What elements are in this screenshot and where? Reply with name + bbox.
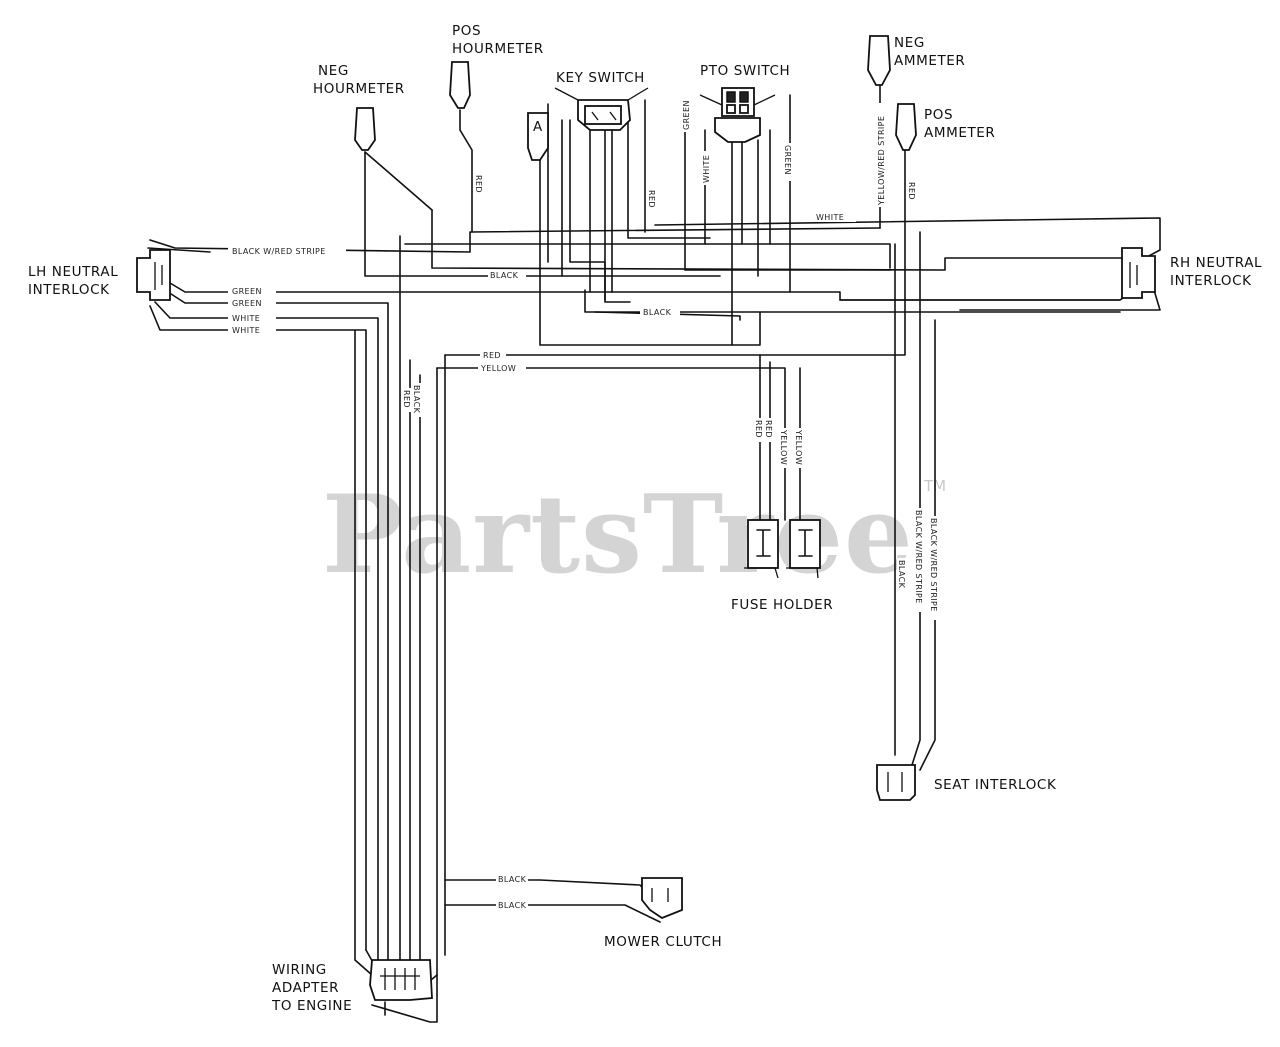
wire-label-green-1: GREEN bbox=[232, 287, 262, 296]
wire-label-mower-2: BLACK bbox=[498, 901, 527, 910]
terminal-a-label: A bbox=[533, 119, 543, 135]
wire-label-white-pto: WHITE bbox=[702, 155, 711, 183]
seat-interlock-label: SEAT INTERLOCK bbox=[934, 777, 1057, 793]
wire-label-black-w-red-seat-1: BLACK W/RED STRIPE bbox=[914, 510, 923, 604]
pto-switch-body bbox=[699, 87, 776, 143]
wire-label-white-1: WHITE bbox=[232, 314, 260, 323]
wire-label-yellow-h: YELLOW bbox=[480, 364, 516, 373]
neg-ammeter-label-1: NEG bbox=[894, 35, 925, 51]
wire-label-green-pto-2: GREEN bbox=[783, 145, 792, 175]
wire-label-green-2: GREEN bbox=[232, 299, 262, 308]
neg-hourmeter-label-1: NEG bbox=[318, 63, 349, 79]
pos-hourmeter-label-1: POS bbox=[452, 23, 481, 39]
wire-label-red-v1: RED bbox=[402, 390, 411, 408]
neg-ammeter-label-2: AMMETER bbox=[894, 53, 965, 69]
rh-neutral-interlock-connector bbox=[1121, 247, 1156, 299]
fuse-holder-left bbox=[744, 519, 779, 579]
wire-label-mower-1: BLACK bbox=[498, 875, 527, 884]
wire-label-white-top: WHITE bbox=[816, 213, 844, 222]
fuse-holder-label: FUSE HOLDER bbox=[731, 597, 833, 613]
seat-interlock-connector bbox=[876, 764, 916, 801]
rh-neutral-interlock-label-1: RH NEUTRAL bbox=[1170, 255, 1262, 271]
wire-label-yellow-fuse-2: YELLOW bbox=[794, 429, 803, 465]
mower-clutch-label: MOWER CLUTCH bbox=[604, 934, 722, 950]
wire-label-yellow-red-stripe: YELLOW/RED STRIPE bbox=[877, 116, 886, 206]
wiring-adapter-label-2: ADAPTER bbox=[272, 980, 339, 996]
fuse-holder-right bbox=[786, 519, 821, 579]
pto-switch-label: PTO SWITCH bbox=[700, 63, 790, 79]
wire-label-red-ammeter: RED bbox=[907, 182, 916, 200]
wiring-adapter-connector bbox=[369, 959, 433, 1001]
terminal-a-connector: A bbox=[527, 112, 549, 161]
wire-label-red-h: RED bbox=[483, 351, 501, 360]
pos-hourmeter-connector bbox=[449, 61, 471, 109]
wire-label-black-seat: BLACK bbox=[897, 560, 906, 589]
wire-label-red-key: RED bbox=[647, 190, 656, 208]
rh-neutral-interlock-label-2: INTERLOCK bbox=[1170, 273, 1252, 289]
wire-label-yellow-fuse-1: YELLOW bbox=[779, 429, 788, 465]
neg-ammeter-connector bbox=[867, 35, 891, 86]
wire-label-black-2: BLACK bbox=[643, 308, 672, 317]
wire-label-red-fuse-2: RED bbox=[764, 420, 773, 438]
wire-label-black-w-red-stripe: BLACK W/RED STRIPE bbox=[232, 247, 326, 256]
pos-ammeter-label-2: AMMETER bbox=[924, 125, 995, 141]
wire-label-red-fuse-1: RED bbox=[754, 420, 763, 438]
wire-label-black-w-red-seat-2: BLACK W/RED STRIPE bbox=[929, 518, 938, 612]
pos-ammeter-connector bbox=[895, 103, 917, 151]
lh-neutral-interlock-connector bbox=[136, 249, 171, 301]
lh-neutral-interlock-label-1: LH NEUTRAL bbox=[28, 264, 118, 280]
mower-clutch-connector bbox=[641, 877, 683, 920]
wire-label-red-pos-hm: RED bbox=[474, 175, 483, 193]
neg-hourmeter-label-2: HOURMETER bbox=[313, 81, 405, 97]
lh-neutral-interlock-label-2: INTERLOCK bbox=[28, 282, 110, 298]
wire-label-green-pto-1: GREEN bbox=[682, 100, 691, 130]
pos-ammeter-label-1: POS bbox=[924, 107, 953, 123]
pos-hourmeter-label-2: HOURMETER bbox=[452, 41, 544, 57]
key-switch-label: KEY SWITCH bbox=[556, 70, 645, 86]
wire-label-black-1: BLACK bbox=[490, 271, 519, 280]
wiring-adapter-label-1: WIRING bbox=[272, 962, 327, 978]
neg-hourmeter-connector bbox=[354, 107, 376, 151]
wiring-adapter-label-3: TO ENGINE bbox=[271, 998, 352, 1014]
wires bbox=[147, 84, 1161, 1023]
wire-label-black-v1: BLACK bbox=[412, 385, 421, 414]
wire-label-white-2: WHITE bbox=[232, 326, 260, 335]
key-switch-body bbox=[554, 87, 649, 131]
